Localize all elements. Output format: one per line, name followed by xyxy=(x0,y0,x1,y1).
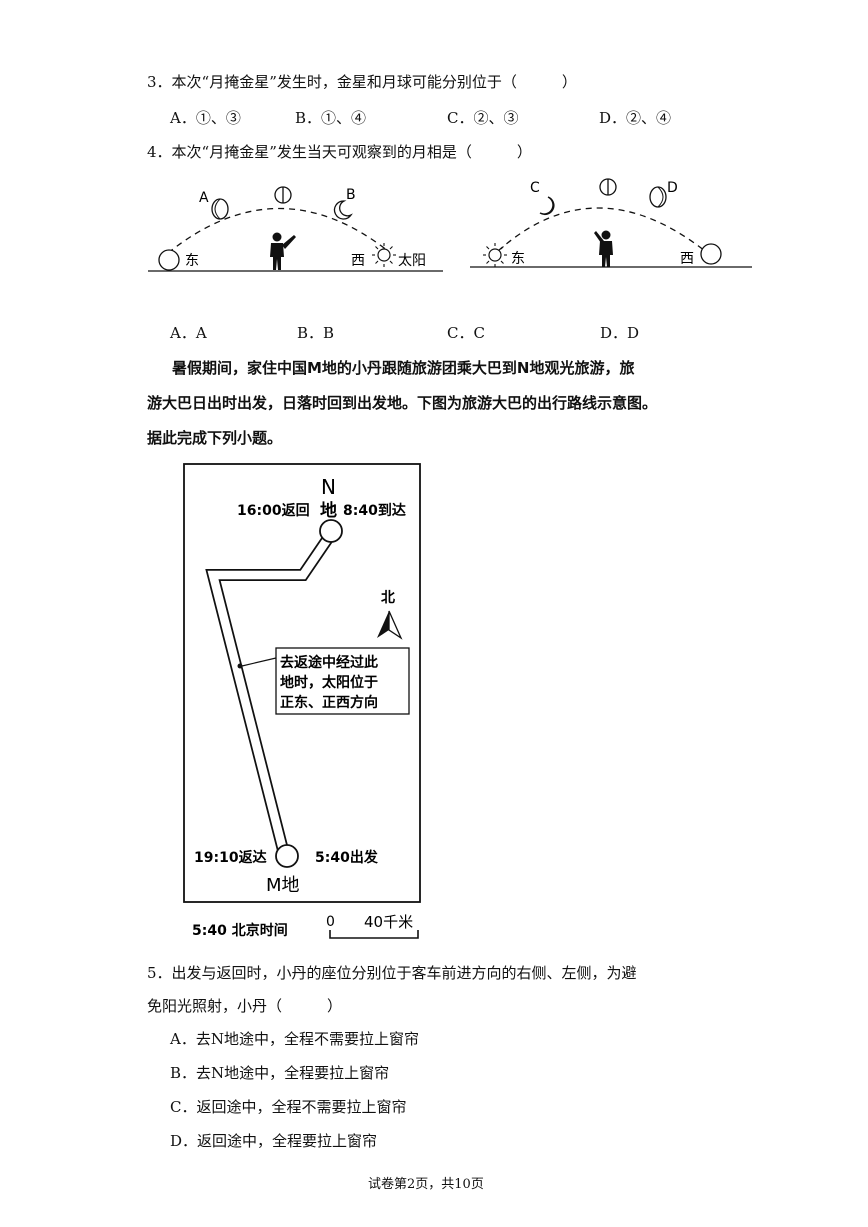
q5-stem-line-2: 免阳光照射，小丹（ ） xyxy=(147,997,343,1015)
callout-line-2: 地时，太阳位于 xyxy=(280,674,378,691)
moon-east-icon xyxy=(158,249,180,271)
moon-phase-figure-right: 东 C D 西 xyxy=(470,178,752,268)
west-label: 西 xyxy=(351,253,365,269)
moon-west-icon xyxy=(700,243,722,265)
moon-d-icon xyxy=(649,186,667,208)
label-c: C xyxy=(530,180,540,196)
west-label: 西 xyxy=(680,251,694,267)
label-b: B xyxy=(346,187,356,203)
north-arrow-icon xyxy=(377,610,403,640)
n-letter: N xyxy=(321,475,336,499)
m-depart-time: 5:40出发 xyxy=(315,849,379,866)
q5-option-a: A．去N地途中，全程不需要拉上窗帘 xyxy=(170,1030,419,1048)
scale-distance: 40千米 xyxy=(364,913,413,931)
intro-line-2: 游大巴日出时出发，日落时回到出发地。下图为旅游大巴的出行路线示意图。 xyxy=(147,394,658,412)
q3-stem: 3．本次“月掩金星”发生时，金星和月球可能分别位于（ ） xyxy=(147,73,577,91)
moon-c-icon xyxy=(539,196,555,216)
q3-option-c: C．②、③ xyxy=(447,109,519,127)
n-return-time: 16:00返回 xyxy=(237,502,310,519)
moon-b-icon xyxy=(333,200,353,220)
sun-icon xyxy=(372,243,396,267)
q4-stem: 4．本次“月掩金星”发生当天可观察到的月相是（ ） xyxy=(147,143,532,161)
q4-option-b: B．B xyxy=(297,324,335,342)
moon-path-arc xyxy=(167,207,389,254)
callout-line-3: 正东、正西方向 xyxy=(280,694,378,711)
label-a: A xyxy=(199,190,209,206)
moon-phase-figure-left: 东 A B 西 太阳 xyxy=(148,186,443,272)
q4-option-c: C．C xyxy=(447,324,485,342)
route-inner xyxy=(207,528,337,860)
q3-option-a: A．①、③ xyxy=(170,109,241,127)
time-note: 5:40 北京时间 xyxy=(192,922,288,939)
q5-option-b: B．去N地途中，全程要拉上窗帘 xyxy=(170,1064,390,1082)
sun-icon xyxy=(483,243,507,267)
q5-stem-line-1: 5．出发与返回时，小丹的座位分别位于客车前进方向的右侧、左侧，为避 xyxy=(147,964,637,982)
scale-bar xyxy=(329,930,419,939)
q3-option-b: B．①、④ xyxy=(295,109,367,127)
n-node xyxy=(319,519,343,543)
q3-option-d: D．②、④ xyxy=(599,109,672,127)
east-label: 东 xyxy=(511,251,525,267)
n-arrive-time: 8:40到达 xyxy=(343,502,406,519)
q5-option-d: D．返回途中，全程要拉上窗帘 xyxy=(170,1132,378,1150)
observer-icon xyxy=(594,230,613,267)
intro-line-3: 据此完成下列小题。 xyxy=(147,429,283,447)
page-footer: 试卷第2页，共10页 xyxy=(368,1177,484,1192)
east-label: 东 xyxy=(185,253,199,269)
moon-top-half-icon xyxy=(599,178,617,196)
callout-line-1: 去返途中经过此 xyxy=(280,654,378,671)
intro-line-1: 暑假期间，家住中国M地的小丹跟随旅游团乘大巴到N地观光旅游，旅 xyxy=(172,359,635,377)
scale-zero: 0 xyxy=(326,914,335,930)
q4-option-a: A．A xyxy=(170,324,207,342)
moon-top-half-icon xyxy=(274,186,292,204)
moon-a-icon xyxy=(211,198,229,220)
label-d: D xyxy=(667,180,678,196)
equinox-point xyxy=(237,663,243,669)
moon-path-arc xyxy=(497,207,706,252)
sun-label: 太阳 xyxy=(398,253,426,269)
q5-option-c: C．返回途中，全程不需要拉上窗帘 xyxy=(170,1098,407,1116)
q4-option-d: D．D xyxy=(600,324,640,342)
n-place: 地 xyxy=(320,500,337,521)
m-back-time: 19:10返达 xyxy=(194,849,267,866)
callout-box xyxy=(275,647,410,715)
m-node xyxy=(275,844,299,868)
m-label: M地 xyxy=(266,875,300,896)
callout-leader xyxy=(241,657,277,667)
observer-icon xyxy=(270,232,296,270)
north-label: 北 xyxy=(381,590,395,606)
